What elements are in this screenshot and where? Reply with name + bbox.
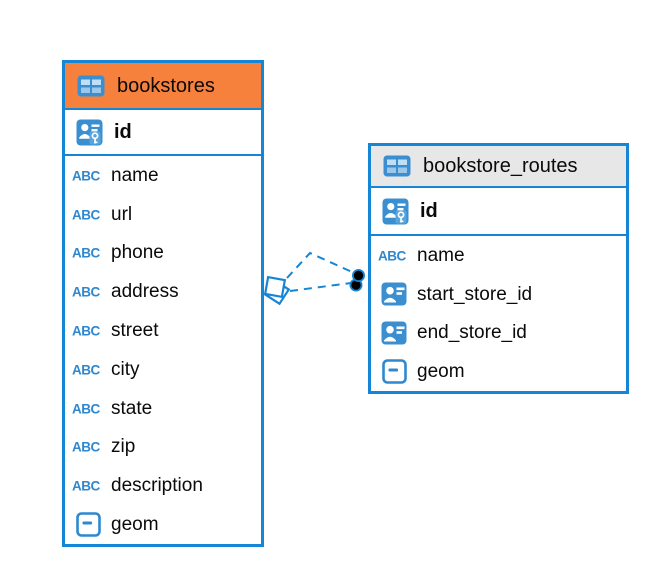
svg-text:ABC: ABC [72, 440, 100, 455]
svg-text:ABC: ABC [378, 248, 406, 263]
field-row-zip[interactable]: ABC zip [65, 428, 261, 467]
field-name: end_store_id [417, 322, 527, 344]
field-name: phone [111, 242, 164, 264]
text-abc-icon: ABC [71, 239, 105, 267]
relation-dot-marker [349, 278, 363, 292]
field-name: geom [111, 514, 159, 536]
field-name: name [417, 244, 465, 266]
svg-text:ABC: ABC [72, 207, 100, 222]
text-abc-icon: ABC [377, 241, 411, 269]
text-abc-icon: ABC [71, 355, 105, 383]
field-row-address[interactable]: ABC address [65, 272, 261, 311]
primary-key-row[interactable]: id [65, 110, 261, 156]
field-row-geom[interactable]: geom [65, 505, 261, 544]
relation-diamond-marker [263, 278, 291, 306]
table-header[interactable]: bookstore_routes [371, 146, 626, 188]
table-title: bookstore_routes [423, 155, 578, 177]
svg-text:ABC: ABC [72, 285, 100, 300]
relation-diamond-marker [263, 275, 287, 299]
relation-line[interactable] [286, 251, 353, 279]
text-abc-icon: ABC [71, 433, 105, 461]
text-abc-icon: ABC [71, 278, 105, 306]
field-name: id [114, 121, 132, 143]
field-row-url[interactable]: ABC url [65, 195, 261, 234]
field-name: street [111, 320, 159, 342]
person-ref-icon [377, 319, 411, 347]
table-icon [74, 72, 108, 100]
primary-key-icon [378, 197, 412, 225]
table-header[interactable]: bookstores [65, 63, 261, 110]
field-name: start_store_id [417, 283, 533, 305]
field-row-name[interactable]: ABC name [65, 156, 261, 195]
field-row-name[interactable]: ABC name [371, 236, 626, 275]
field-name: city [111, 358, 140, 380]
field-name: id [420, 200, 438, 222]
table-bookstore-routes[interactable]: bookstore_routes id ABC name start_store_i… [368, 143, 629, 394]
text-abc-icon: ABC [71, 394, 105, 422]
relation-dot-marker [351, 268, 365, 282]
field-name: url [111, 203, 133, 225]
svg-text:ABC: ABC [72, 168, 100, 183]
svg-text:ABC: ABC [72, 362, 100, 377]
field-row-description[interactable]: ABC description [65, 466, 261, 505]
primary-key-icon [72, 118, 106, 146]
field-name: geom [417, 360, 465, 382]
field-name: address [111, 281, 179, 303]
svg-text:ABC: ABC [72, 246, 100, 261]
field-row-state[interactable]: ABC state [65, 389, 261, 428]
field-name: description [111, 475, 203, 497]
text-abc-icon: ABC [71, 317, 105, 345]
field-name: name [111, 164, 159, 186]
svg-text:ABC: ABC [72, 401, 100, 416]
field-row-phone[interactable]: ABC phone [65, 234, 261, 273]
svg-text:ABC: ABC [72, 324, 100, 339]
table-icon [380, 152, 414, 180]
field-row-start_store_id[interactable]: start_store_id [371, 275, 626, 314]
field-name: state [111, 397, 153, 419]
text-abc-icon: ABC [71, 200, 105, 228]
text-abc-icon: ABC [71, 161, 105, 189]
field-row-geom[interactable]: geom [371, 352, 626, 391]
field-row-city[interactable]: ABC city [65, 350, 261, 389]
geometry-icon [377, 357, 411, 385]
person-ref-icon [377, 280, 411, 308]
table-title: bookstores [117, 74, 215, 97]
field-row-end_store_id[interactable]: end_store_id [371, 313, 626, 352]
svg-text:ABC: ABC [72, 479, 100, 494]
field-name: zip [111, 436, 136, 458]
geometry-icon [71, 511, 105, 539]
primary-key-row[interactable]: id [371, 188, 626, 236]
relation-line[interactable] [289, 282, 352, 292]
text-abc-icon: ABC [71, 472, 105, 500]
field-row-street[interactable]: ABC street [65, 311, 261, 350]
